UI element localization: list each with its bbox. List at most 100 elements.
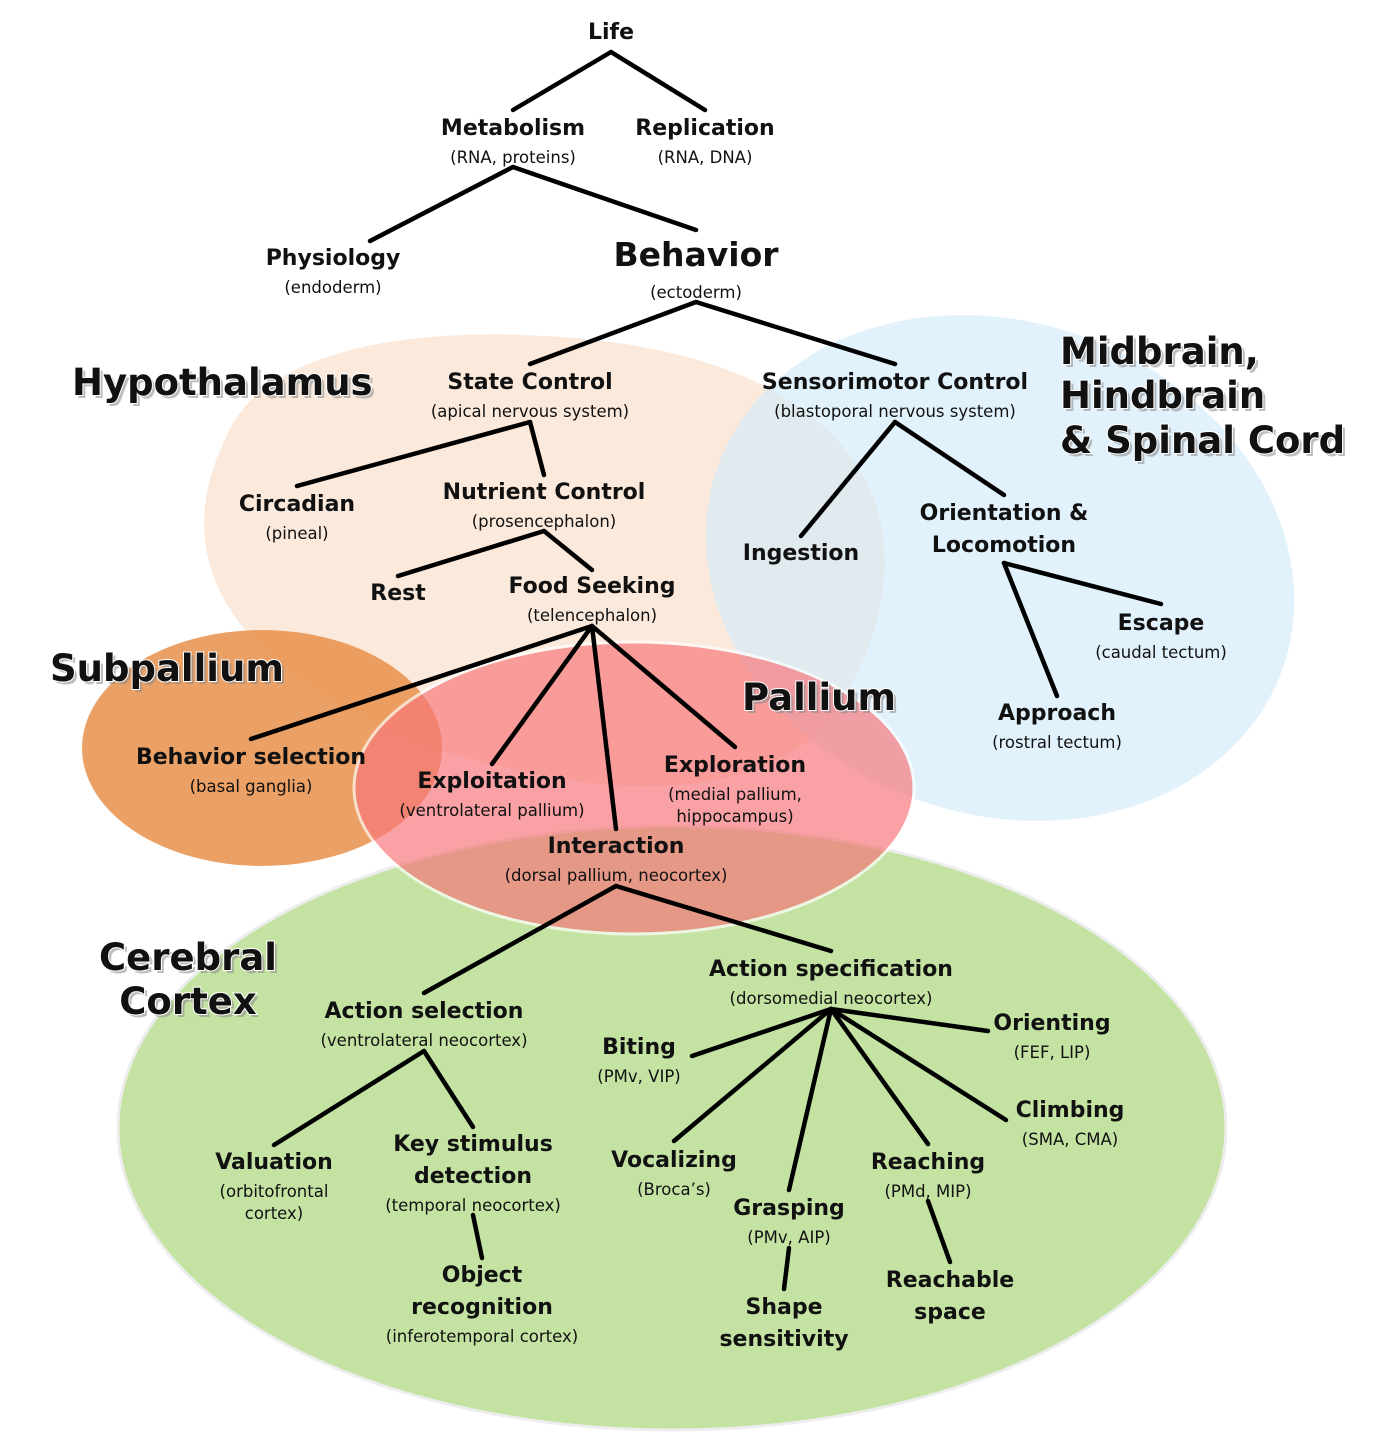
edge-action-specification-to-climbing: [828, 1006, 1009, 1123]
orienting-title: Orienting: [993, 1011, 1110, 1036]
orienting-subtitle: (FEF, LIP): [1014, 1043, 1091, 1062]
state-control-subtitle: (apical nervous system): [431, 402, 629, 421]
node-replication: Replication(RNA, DNA): [635, 116, 774, 167]
behavior-selection-subtitle: (basal ganglia): [190, 777, 313, 796]
exploitation-subtitle: (ventrolateral pallium): [399, 801, 584, 820]
reachable-space-title-line2: space: [914, 1300, 986, 1325]
shape-sensitivity-title-line2: sensitivity: [719, 1327, 848, 1352]
grasping-title: Grasping: [733, 1196, 845, 1221]
edge-action-specification-to-grasping: [786, 1006, 834, 1193]
edge-reaching-to-reachable-space: [925, 1198, 953, 1265]
escape-title: Escape: [1118, 611, 1205, 636]
action-selection-title: Action selection: [325, 999, 524, 1024]
behavior-subtitle: (ectoderm): [650, 283, 742, 302]
circadian-subtitle: (pineal): [265, 524, 328, 543]
midbrain-label-line3: & Spinal Cord: [1060, 419, 1345, 462]
pallium-region: [352, 640, 916, 936]
metabolism-title: Metabolism: [441, 116, 585, 141]
vocalizing-title: Vocalizing: [611, 1148, 737, 1173]
edge-sensorimotor-control-to-orientation-locomotion: [892, 419, 1007, 498]
node-food-seeking: Food Seeking(telencephalon): [508, 574, 675, 625]
edge-metabolism-to-behavior: [510, 164, 699, 233]
svg-text:Hindbrain: Hindbrain: [1063, 377, 1268, 420]
pallium-label: Pallium: [742, 676, 896, 719]
svg-text:Cortex: Cortex: [122, 983, 260, 1026]
node-nutrient-control: Nutrient Control(prosencephalon): [443, 480, 646, 531]
edge-food-seeking-to-exploitation: [489, 623, 595, 767]
sensorimotor-control-subtitle: (blastoporal nervous system): [774, 402, 1016, 421]
object-recognition-title-line1: Object: [442, 1263, 523, 1288]
reaching-subtitle: (PMd, MIP): [884, 1182, 971, 1201]
node-sensorimotor-control: Sensorimotor Control (blastoporal nervous…: [762, 370, 1028, 421]
edge-life-to-metabolism: [510, 49, 614, 113]
hypothalamus-label: Hypothalamus: [72, 361, 373, 404]
edge-behavior-to-state-control: [527, 299, 699, 367]
cerebral-label-line1: Cerebral: [99, 936, 277, 979]
midbrain-label-line2: Hindbrain: [1060, 374, 1265, 417]
node-biting: Biting(PMv, VIP): [597, 1035, 680, 1086]
edge-metabolism-to-physiology: [367, 164, 516, 244]
interaction-subtitle: (dorsal pallium, neocortex): [505, 866, 728, 885]
edge-action-specification-to-reaching: [828, 1006, 931, 1147]
edge-orientation-locomotion-to-escape: [1001, 560, 1164, 607]
svg-text:Hypothalamus: Hypothalamus: [75, 364, 376, 407]
node-interaction: Interaction(dorsal pallium, neocortex): [505, 834, 728, 885]
object-recognition-title-line2: recognition: [411, 1295, 553, 1320]
key-stimulus-subtitle: (temporal neocortex): [385, 1196, 561, 1215]
physiology-title: Physiology: [266, 246, 401, 271]
edge-state-control-to-circadian: [294, 419, 533, 489]
edge-nutrient-control-to-food-seeking: [541, 528, 595, 573]
metabolism-subtitle: (RNA, proteins): [450, 148, 576, 167]
exploration-subtitle-line1: (medial pallium,: [668, 785, 802, 804]
edge-state-control-to-nutrient-control: [527, 419, 547, 478]
replication-title: Replication: [635, 116, 774, 141]
rest-title: Rest: [370, 581, 426, 606]
grasping-subtitle: (PMv, AIP): [747, 1228, 830, 1247]
node-circadian: Circadian(pineal): [239, 492, 355, 543]
exploitation-title: Exploitation: [417, 769, 566, 794]
sensorimotor-control-title: Sensorimotor Control: [762, 370, 1028, 395]
shape-sensitivity-title-line1: Shape: [745, 1295, 822, 1320]
edge-grasping-to-shape-sensitivity: [781, 1245, 792, 1292]
edge-nutrient-control-to-rest: [395, 528, 547, 579]
edge-interaction-to-action-selection: [421, 883, 619, 996]
node-behavior-selection: Behavior selection(basal ganglia): [136, 745, 366, 796]
edge-action-specification-to-biting: [689, 1006, 834, 1059]
edge-action-specification-to-orienting: [828, 1006, 991, 1034]
node-escape: Escape(caudal tectum): [1095, 611, 1227, 662]
exploration-title: Exploration: [664, 753, 806, 778]
approach-subtitle: (rostral tectum): [992, 733, 1122, 752]
svg-text:Subpallium: Subpallium: [53, 650, 287, 693]
ingestion-title: Ingestion: [743, 541, 859, 566]
edge-food-seeking-to-behavior-selection: [248, 623, 595, 742]
midbrain-region: [705, 315, 1295, 821]
edge-life-to-replication: [608, 49, 708, 113]
orientation-locomotion-title-line1: Orientation &: [920, 501, 1089, 526]
edge-orientation-locomotion-to-approach: [1001, 560, 1060, 699]
node-rest: Rest: [370, 581, 426, 606]
edge-action-specification-to-vocalizing: [671, 1006, 834, 1144]
nutrient-control-title: Nutrient Control: [443, 480, 646, 505]
valuation-subtitle-line1: (orbitofrontal: [220, 1182, 329, 1201]
node-approach: Approach(rostral tectum): [992, 701, 1122, 752]
edge-action-selection-to-key-stimulus: [421, 1048, 476, 1130]
edge-action-selection-to-valuation: [271, 1048, 427, 1148]
action-selection-subtitle: (ventrolateral neocortex): [320, 1031, 527, 1050]
node-reaching: Reaching (PMd, MIP): [871, 1150, 985, 1201]
biting-subtitle: (PMv, VIP): [597, 1067, 680, 1086]
object-recognition-subtitle: (inferotemporal cortex): [386, 1327, 578, 1346]
orientation-locomotion-title-line2: Locomotion: [932, 533, 1076, 558]
node-climbing: Climbing(SMA, CMA): [1016, 1098, 1125, 1149]
vocalizing-subtitle: (Broca’s): [637, 1180, 711, 1199]
node-grasping: Grasping (PMv, AIP): [733, 1196, 845, 1247]
node-vocalizing: Vocalizing (Broca’s): [611, 1148, 737, 1199]
midbrain-label-line1: Midbrain,: [1060, 330, 1259, 373]
svg-text:Midbrain,: Midbrain,: [1063, 333, 1262, 376]
svg-text:Pallium: Pallium: [745, 679, 899, 722]
reaching-title: Reaching: [871, 1150, 985, 1175]
node-behavior: Behavior(ectoderm): [613, 235, 779, 302]
